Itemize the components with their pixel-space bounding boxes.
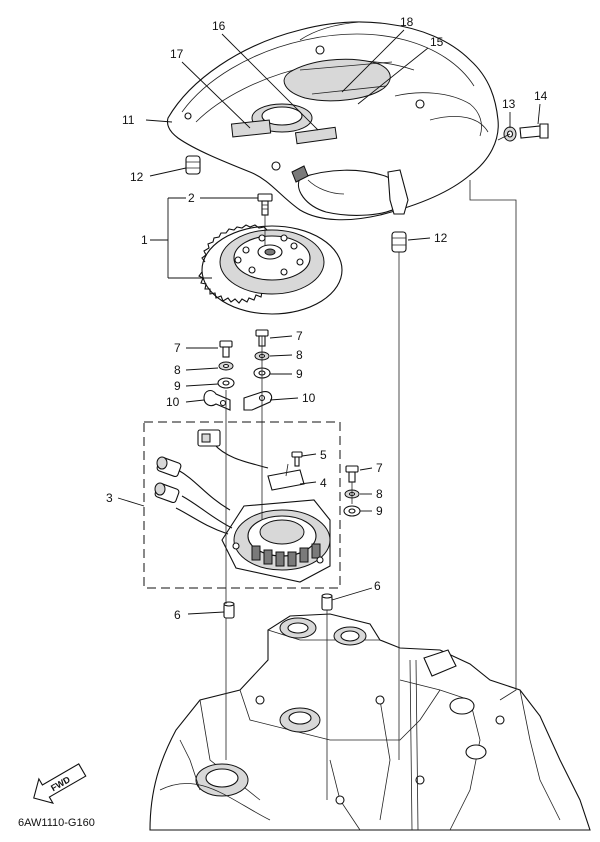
callout-16: 16 [212, 19, 226, 33]
stator-coil [221, 499, 331, 583]
callout-5: 5 [320, 448, 327, 462]
callout-9-right: 9 [376, 504, 383, 518]
stator-wiring [154, 429, 269, 535]
callout-2: 2 [188, 191, 195, 205]
callout-4: 4 [320, 476, 327, 490]
grommet-12-right [391, 231, 407, 253]
alignment-lines [225, 133, 517, 800]
callout-7-left: 7 [174, 341, 181, 355]
bolt-5 [291, 451, 303, 467]
grommet-12-left [185, 155, 201, 175]
engine-block [149, 613, 591, 831]
callout-10-right: 10 [302, 391, 316, 405]
callout-8-mid: 8 [296, 348, 303, 362]
callout-12-right: 12 [434, 231, 448, 245]
washer-9-right [343, 505, 361, 517]
flywheel-cover [166, 21, 499, 221]
flywheel-bolt-2 [257, 193, 273, 216]
callout-3: 3 [106, 491, 113, 505]
callout-18: 18 [400, 15, 414, 29]
bolt-14 [519, 123, 549, 139]
callout-12-left: 12 [130, 170, 144, 184]
callout-9-left: 9 [174, 379, 181, 393]
callout-7-mid: 7 [296, 329, 303, 343]
callout-15: 15 [430, 35, 444, 49]
callout-11: 11 [122, 113, 135, 127]
callout-8-left: 8 [174, 363, 181, 377]
callout-14: 14 [534, 89, 548, 103]
callout-9-mid: 9 [296, 367, 303, 381]
callout-8-right: 8 [376, 487, 383, 501]
leader-lines [117, 29, 541, 615]
callout-1: 1 [141, 233, 148, 247]
clamp-10-left [203, 389, 231, 411]
callout-7-right: 7 [376, 461, 383, 475]
callout-17: 17 [170, 47, 184, 61]
callout-13: 13 [502, 97, 516, 111]
clamp-10-mid [243, 391, 273, 411]
washer-9-left [217, 377, 235, 389]
bolt-7-right [345, 465, 359, 483]
stator-assembly-box [143, 421, 341, 589]
pulser-coil [267, 463, 305, 491]
callout-10-left: 10 [166, 395, 180, 409]
fwd-arrow: FWD [33, 763, 87, 804]
washer-8-left [218, 361, 234, 371]
flywheel [198, 224, 343, 315]
callout-6-right: 6 [374, 579, 381, 593]
diagram-code: 6AW1110-G160 [18, 817, 95, 829]
dowel-pin-6-right [321, 593, 333, 611]
bolt-7-left [219, 340, 233, 358]
callout-6-left: 6 [174, 608, 181, 622]
callout-labels: 1 2 3 4 5 6 6 7 7 7 8 8 8 9 9 9 10 10 11… [106, 15, 548, 622]
dowel-pin-6-left [223, 601, 235, 619]
